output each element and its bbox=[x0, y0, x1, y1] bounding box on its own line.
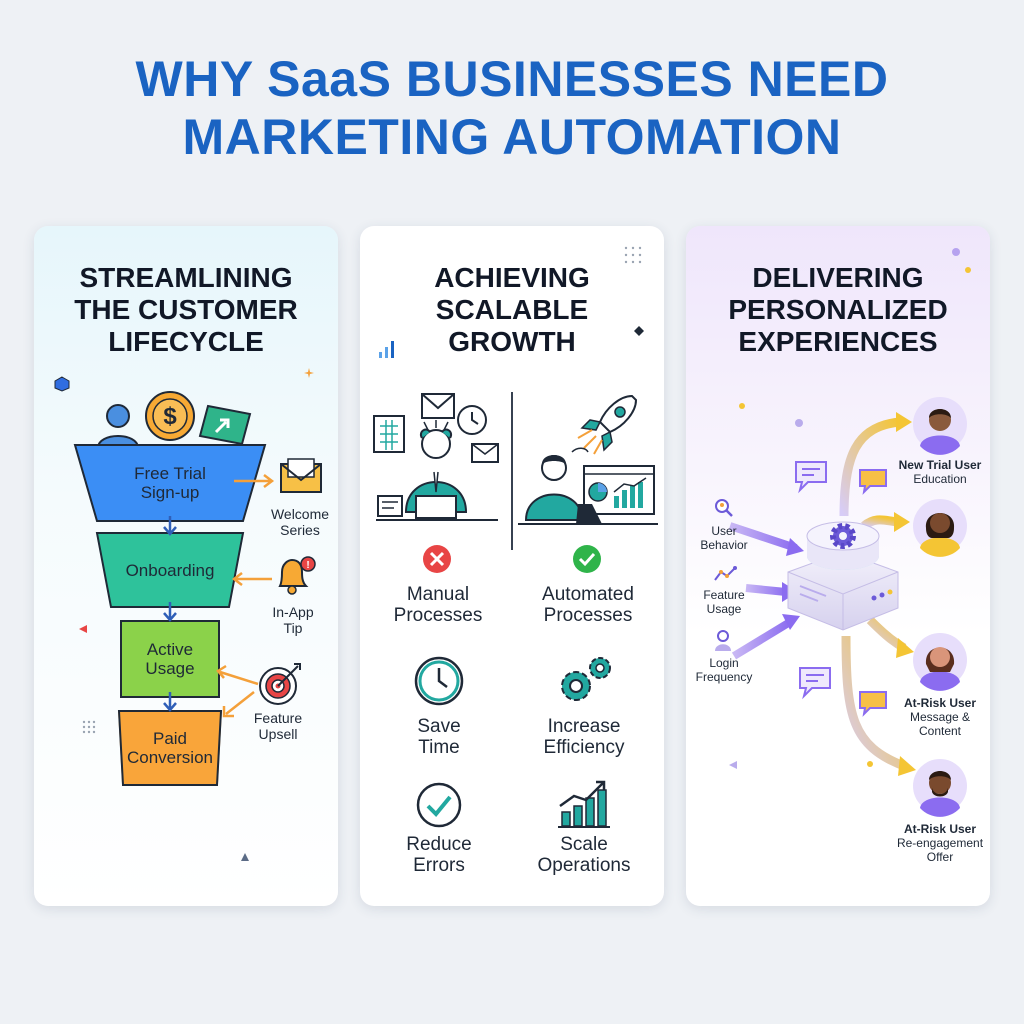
arrow-left-icon bbox=[216, 664, 259, 686]
touchpoint-in-app-tip: In-App Tip bbox=[272, 604, 314, 636]
svg-text:!: ! bbox=[306, 560, 309, 571]
funnel-stage-active-usage: Active Usage bbox=[120, 620, 220, 698]
sparkle-icon bbox=[965, 267, 971, 273]
touchpoint-welcome-series: Welcome Series bbox=[270, 506, 330, 538]
touchpoint-feature-upsell: Feature Upsell bbox=[253, 710, 303, 742]
bell-icon: ! bbox=[278, 556, 316, 595]
dots-icon bbox=[624, 246, 642, 264]
chat-bubble-icon bbox=[859, 691, 887, 717]
checkmark-icon bbox=[416, 782, 462, 828]
clock-icon bbox=[414, 656, 464, 706]
lifecycle-panel-title: STREAMLINING THE CUSTOMER LIFECYCLE bbox=[74, 262, 298, 357]
benefit-save-time: Save Time bbox=[417, 716, 461, 758]
diamond-icon bbox=[634, 326, 644, 336]
automated-processes-label: Automated Processes bbox=[542, 584, 634, 626]
arrow-right-icon bbox=[234, 474, 275, 488]
input-feature-usage: Feature Usage bbox=[703, 588, 745, 616]
triangle-icon bbox=[729, 761, 737, 769]
manual-processes-label: Manual Processes bbox=[393, 584, 483, 626]
chat-bubble-icon bbox=[795, 461, 827, 494]
line-graph-icon bbox=[714, 566, 737, 581]
output-3-title: At-Risk User bbox=[903, 822, 977, 836]
chat-bubble-icon bbox=[799, 667, 831, 700]
input-user-behavior: User Behavior bbox=[700, 524, 748, 552]
arrow-down-icon bbox=[163, 516, 177, 536]
search-user-icon bbox=[715, 499, 733, 517]
funnel-stage-outline-4 bbox=[117, 710, 223, 786]
bar-chart-icon bbox=[558, 780, 610, 828]
chat-bubble-icon bbox=[859, 469, 887, 495]
flow-arrows bbox=[728, 412, 916, 776]
growth-panel-title: ACHIEVING SCALABLE GROWTH bbox=[434, 262, 590, 357]
login-user-icon bbox=[715, 630, 731, 651]
arrow-down-icon bbox=[163, 602, 177, 622]
output-1-subtitle: Education bbox=[913, 472, 967, 486]
avatar-icon bbox=[913, 759, 967, 817]
mini-chart-icon bbox=[379, 341, 394, 358]
personalized-panel-title: DELIVERING PERSONALIZED EXPERIENCES bbox=[728, 262, 948, 357]
arrow-left-icon bbox=[222, 691, 255, 718]
avatar-icon bbox=[913, 397, 967, 455]
dot-decoration bbox=[795, 419, 803, 427]
output-2-title: At-Risk User bbox=[903, 696, 977, 710]
automated-worker-illustration bbox=[518, 455, 658, 525]
rocket-icon bbox=[571, 394, 638, 455]
avatar-icon bbox=[913, 499, 967, 557]
benefit-increase-efficiency: Increase Efficiency bbox=[543, 716, 625, 758]
dots-icon bbox=[82, 720, 96, 734]
dollar-coin-icon: $ bbox=[145, 391, 195, 441]
growth-chart-icon bbox=[198, 404, 252, 446]
arrow-down-icon bbox=[163, 692, 177, 712]
triangle-icon bbox=[79, 625, 87, 633]
funnel-stage-onboarding: Onboarding bbox=[96, 532, 244, 608]
funnel-stage-outline-1 bbox=[73, 444, 267, 522]
funnel-stage-paid-conversion: Paid Conversion bbox=[118, 710, 222, 786]
automation-engine-icon bbox=[787, 521, 899, 631]
funnel-stage-free-trial: Free Trial Sign-up bbox=[74, 444, 266, 522]
funnel-stage-outline-2 bbox=[95, 532, 245, 608]
avatar-icon bbox=[913, 633, 967, 691]
output-1-title: New Trial User bbox=[898, 458, 982, 472]
svg-text:$: $ bbox=[163, 403, 177, 430]
growth-panel: ACHIEVING SCALABLE GROWTH bbox=[360, 226, 664, 906]
checkmark-circle-icon bbox=[573, 545, 601, 573]
triangle-icon bbox=[241, 853, 249, 861]
dot-decoration bbox=[739, 403, 745, 409]
input-login-frequency: Login Frequency bbox=[695, 656, 753, 684]
benefit-scale-operations: Scale Operations bbox=[537, 834, 631, 876]
gears-icon bbox=[561, 657, 611, 701]
output-3-subtitle: Re-engagement Offer bbox=[896, 836, 984, 864]
benefit-reduce-errors: Reduce Errors bbox=[406, 834, 472, 876]
sparkle-icon bbox=[304, 368, 314, 378]
stressed-worker-illustration bbox=[373, 393, 499, 521]
main-title: WHY SaaS BUSINESSES NEED MARKETING AUTOM… bbox=[135, 51, 889, 165]
divider bbox=[511, 392, 513, 550]
cross-icon bbox=[423, 545, 451, 573]
lifecycle-panel: STREAMLINING THE CUSTOMER LIFECYCLE $ Fr… bbox=[34, 226, 338, 906]
envelope-icon bbox=[280, 458, 322, 493]
output-2-subtitle: Message & Content bbox=[909, 710, 971, 738]
personalized-panel: DELIVERING PERSONALIZED EXPERIENCES bbox=[686, 226, 990, 906]
sparkle-icon bbox=[952, 248, 960, 256]
cube-icon bbox=[54, 376, 70, 392]
arrow-left-icon bbox=[231, 572, 272, 586]
dot-decoration bbox=[867, 761, 873, 767]
target-icon bbox=[259, 663, 301, 705]
